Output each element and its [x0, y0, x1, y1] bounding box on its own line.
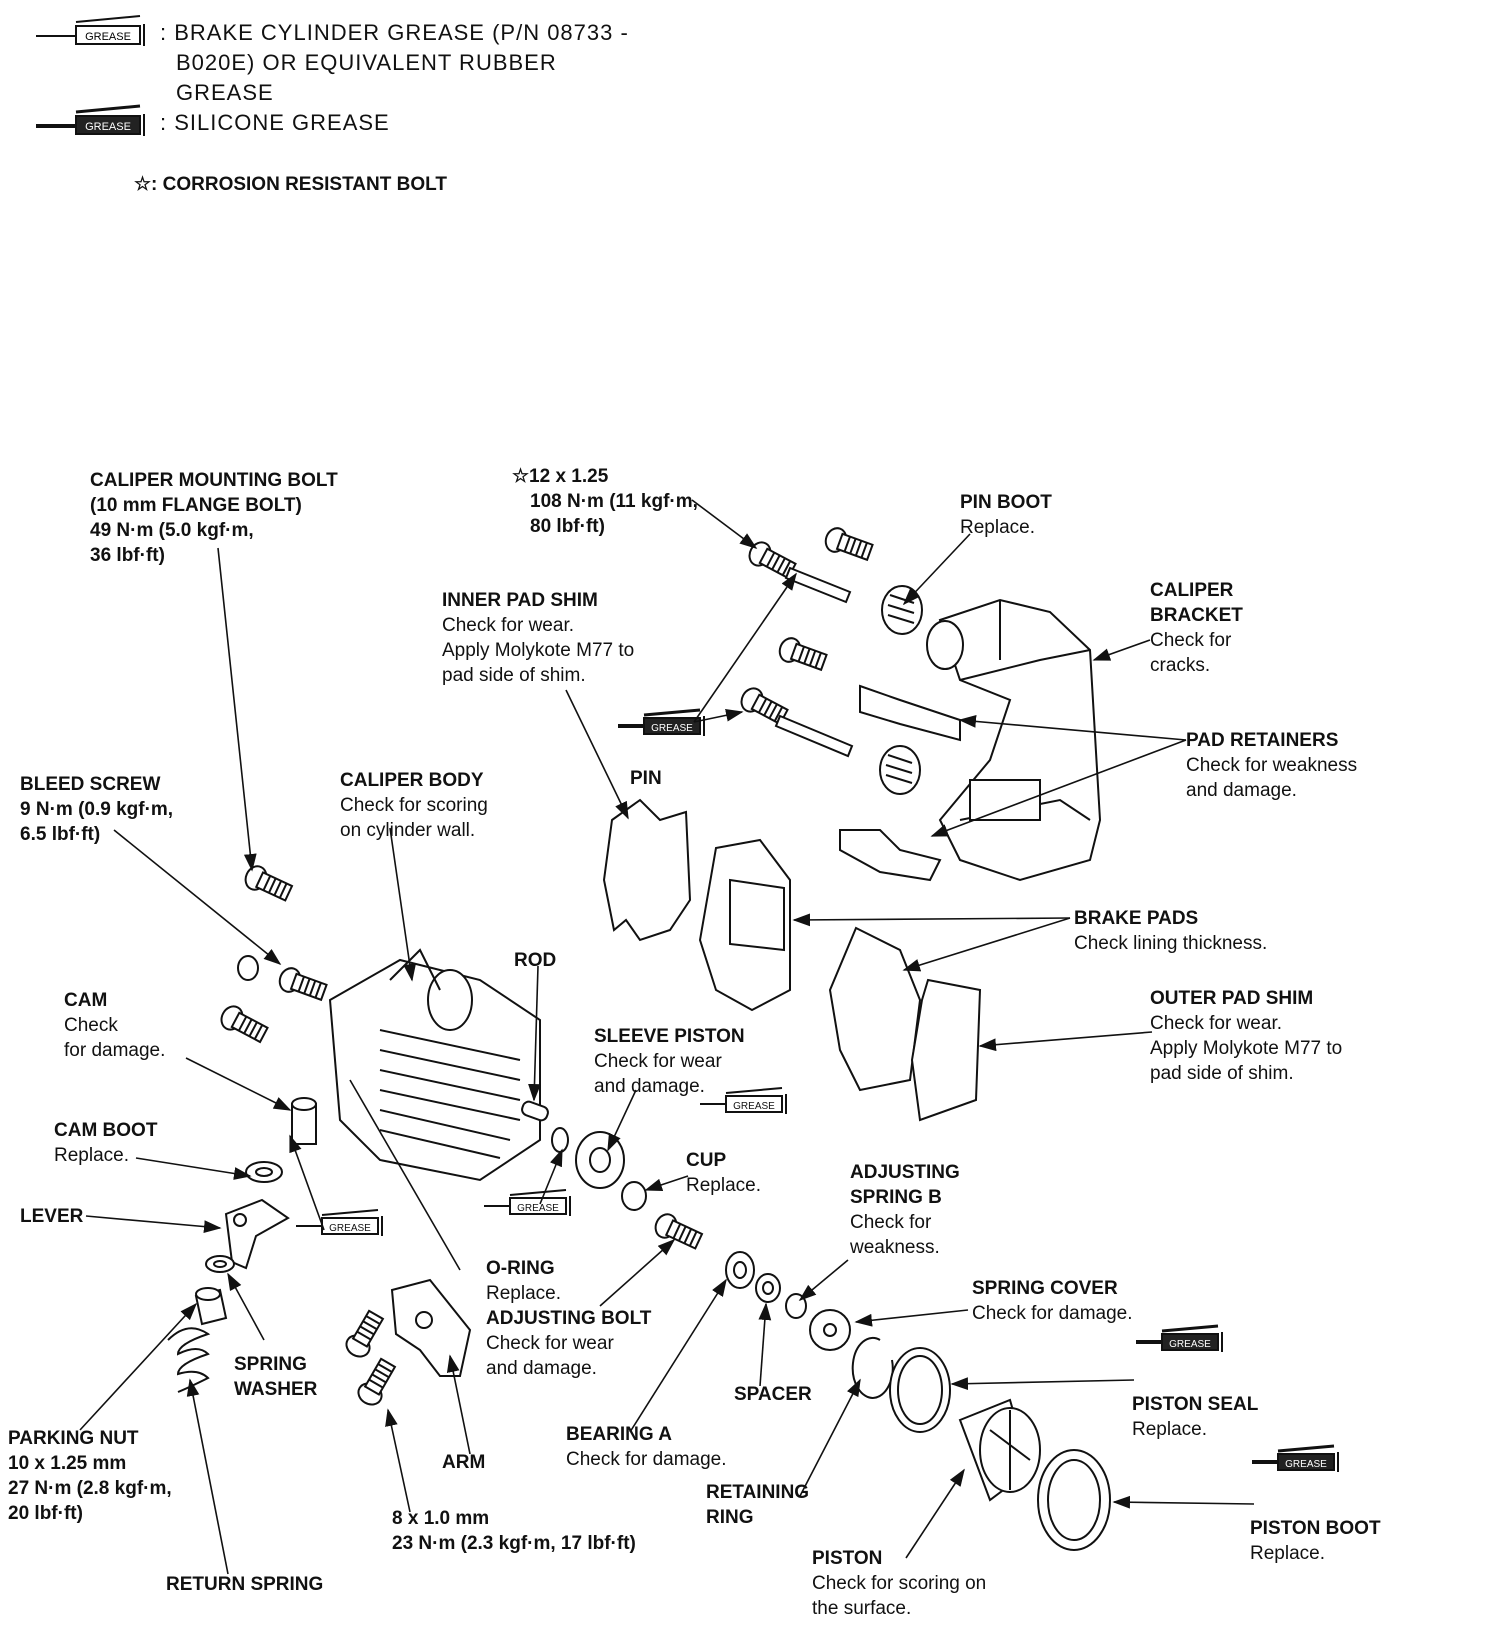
pad-retainer-lower — [839, 829, 942, 882]
legend-line-3: GREASE — [176, 80, 274, 105]
lever-shape — [224, 1198, 290, 1270]
grease-badge-cam — [295, 1209, 383, 1237]
pad-retainer-upper — [859, 684, 961, 742]
return-spring-shape — [167, 1327, 211, 1393]
cup-shape — [621, 1181, 647, 1211]
label-return-spring: RETURN SPRING — [166, 1574, 324, 1595]
adjusting-bolt-shape — [650, 1209, 705, 1254]
grease-badge-seal — [1134, 1324, 1224, 1354]
piston-seal-shape — [889, 1347, 951, 1433]
parking-nut-shape — [194, 1287, 228, 1326]
legend-line-2: B020E) OR EQUIVALENT RUBBER — [176, 50, 557, 75]
legend-star-note: ☆: CORROSION RESISTANT BOLT — [134, 174, 447, 195]
cam-shape — [291, 1097, 317, 1145]
pin-lower — [736, 683, 854, 758]
outer-pad-shim — [910, 978, 982, 1122]
retaining-ring-shape — [851, 1337, 894, 1399]
label-spacer: SPACER — [734, 1384, 812, 1405]
label-lever: LEVER — [20, 1206, 84, 1227]
legend-line-4: : SILICONE GREASE — [160, 110, 390, 135]
inner-pad-shim — [602, 798, 692, 942]
pin-boot-upper — [881, 585, 923, 635]
grease-badge-pin — [616, 708, 706, 738]
bleed-cap — [237, 955, 259, 981]
label-rod: ROD — [514, 950, 557, 971]
rod-shape — [521, 1100, 549, 1122]
brake-pad-outer — [828, 926, 922, 1092]
spacer-shape — [755, 1273, 781, 1303]
brake-pad-inner — [698, 838, 791, 1012]
silicone-grease-icon: GREASE — [36, 104, 145, 136]
cam-boot-shape — [245, 1161, 283, 1183]
label-caliper-mounting-bolt: CALIPER MOUNTING BOLT(10 mm FLANGE BOLT)… — [90, 470, 338, 566]
grease-tag-text: GREASE — [85, 31, 131, 43]
label-pin: PIN — [630, 768, 662, 789]
grease-tag-text: GREASE — [85, 121, 131, 133]
o-ring-shape — [551, 1127, 569, 1153]
brake-grease-icon: GREASE — [36, 15, 145, 46]
pin-boot-lower — [879, 745, 921, 795]
caliper-bracket-shape — [926, 598, 1102, 882]
caliper-body-shape — [328, 948, 541, 1182]
grease-badge-oring — [483, 1189, 571, 1217]
piston-shape — [958, 1398, 1041, 1502]
arm-shape — [390, 1278, 472, 1377]
sleeve-piston-shape — [575, 1131, 625, 1189]
spring-washer-shape — [205, 1255, 235, 1273]
spring-cover-shape — [809, 1309, 851, 1351]
legend-brake-grease: : BRAKE CYLINDER GREASE (P/N 08733 - B02… — [160, 18, 629, 138]
legend-line-1: : BRAKE CYLINDER GREASE (P/N 08733 - — [160, 20, 629, 45]
piston-boot-shape — [1037, 1449, 1111, 1551]
label-arm: ARM — [442, 1452, 486, 1473]
grease-badge-boot — [1250, 1444, 1340, 1474]
bearing-a-shape — [725, 1251, 755, 1289]
